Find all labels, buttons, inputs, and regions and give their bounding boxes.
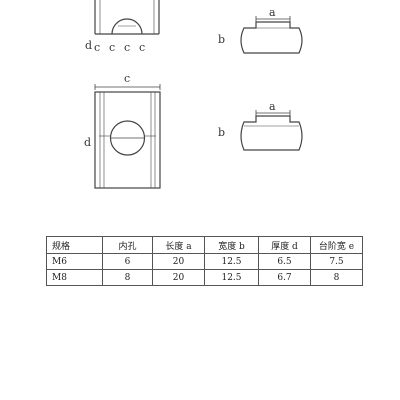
top-view-partial — [94, 0, 160, 35]
label-a-1: a — [269, 6, 276, 19]
header-thickness: 厚度 d — [258, 236, 311, 254]
label-b-2: b — [218, 126, 225, 139]
label-c-top-2: c — [109, 41, 115, 54]
table-row: M8 8 20 12.5 6.7 8 — [46, 269, 363, 286]
label-c-top-3: c — [124, 41, 130, 54]
header-step-width: 台阶宽 e — [310, 236, 363, 254]
label-c-top-1: c — [94, 41, 100, 54]
header-width: 宽度 b — [204, 236, 259, 254]
side-profile-2 — [240, 110, 303, 151]
header-length: 长度 a — [152, 236, 205, 254]
label-c: c — [124, 72, 130, 85]
top-view-dimension-labels: d c c c c — [85, 39, 145, 54]
label-d-top: d — [85, 39, 92, 52]
header-spec: 规格 — [46, 236, 103, 254]
side-profile-1 — [240, 16, 303, 54]
label-b-1: b — [218, 33, 225, 46]
spec-table: 规格 内孔 长度 a 宽度 b 厚度 d 台阶宽 e M6 6 20 12.5 … — [46, 236, 363, 286]
label-a-2: a — [269, 100, 276, 113]
label-c-top-4: c — [139, 41, 145, 54]
label-d: d — [84, 136, 91, 149]
table-row: M6 6 20 12.5 6.5 7.5 — [46, 253, 363, 270]
technical-drawing: d c c c c c d a b a b — [84, 0, 303, 189]
header-inner-hole: 内孔 — [102, 236, 153, 254]
plan-view — [94, 84, 161, 189]
table-header-row: 规格 内孔 长度 a 宽度 b 厚度 d 台阶宽 e — [46, 236, 363, 254]
